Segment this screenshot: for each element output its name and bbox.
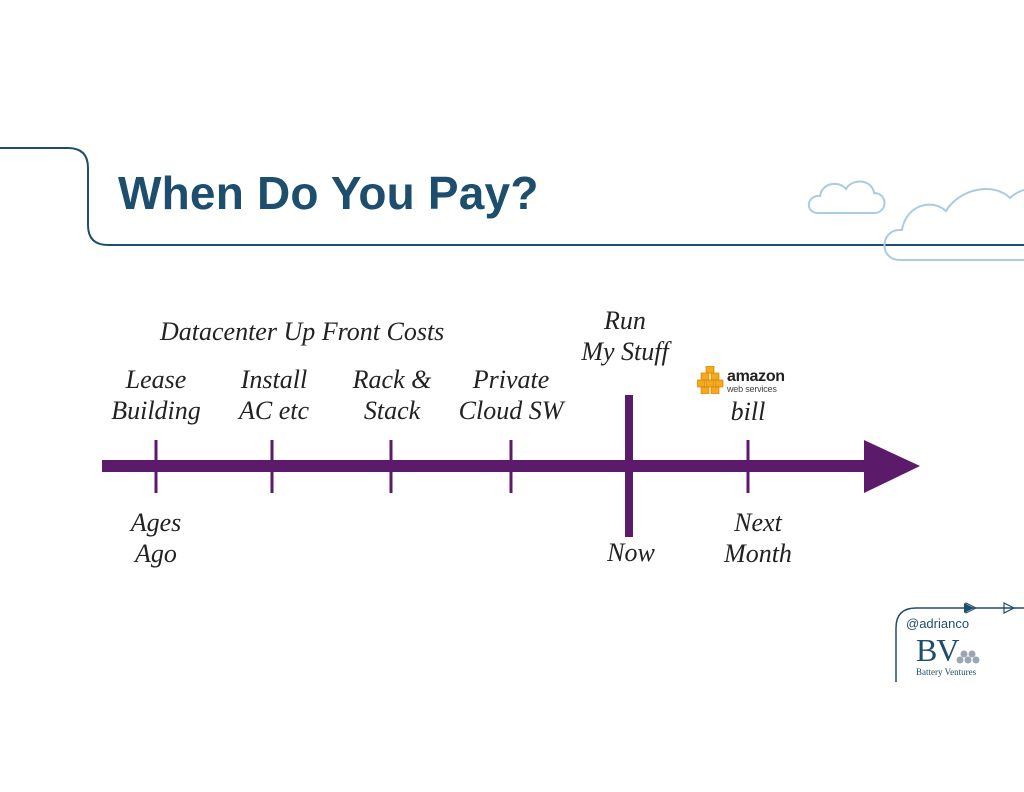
triangle-marker-icon: [1003, 602, 1016, 614]
event-label-private-cloud: Private Cloud SW: [458, 365, 564, 425]
cloud-icon: [883, 188, 1024, 261]
aws-logo: amazon web services: [697, 366, 801, 396]
upfront-group-label: Datacenter Up Front Costs: [160, 317, 445, 346]
aws-logo-sub: web services: [727, 384, 777, 394]
company-logo: BV: [916, 632, 959, 668]
page-title: When Do You Pay?: [118, 167, 539, 219]
branding-frame: [895, 607, 1024, 682]
time-label-next-month: Next Month: [724, 508, 792, 568]
cloud-icon: [807, 180, 886, 214]
event-label-install-ac: Install AC etc: [238, 365, 310, 425]
aws-cubes-icon: [697, 366, 724, 394]
arrow-head-icon: [864, 440, 920, 493]
time-label-now: Now: [607, 538, 655, 567]
triangle-marker-icon: [965, 602, 978, 614]
twitter-handle: @adrianco: [906, 616, 970, 631]
event-label-rack-stack: Rack & Stack: [352, 365, 432, 425]
time-label-ages-ago: Ages Ago: [130, 508, 182, 568]
title-frame-line: [0, 147, 1024, 246]
aws-logo-word: amazon: [727, 368, 785, 385]
event-label-run-my-stuff: Run My Stuff: [581, 306, 669, 366]
company-name: Battery Ventures: [916, 667, 977, 677]
event-label-bill: bill: [730, 397, 766, 426]
event-label-lease-building: Lease Building: [111, 365, 201, 425]
